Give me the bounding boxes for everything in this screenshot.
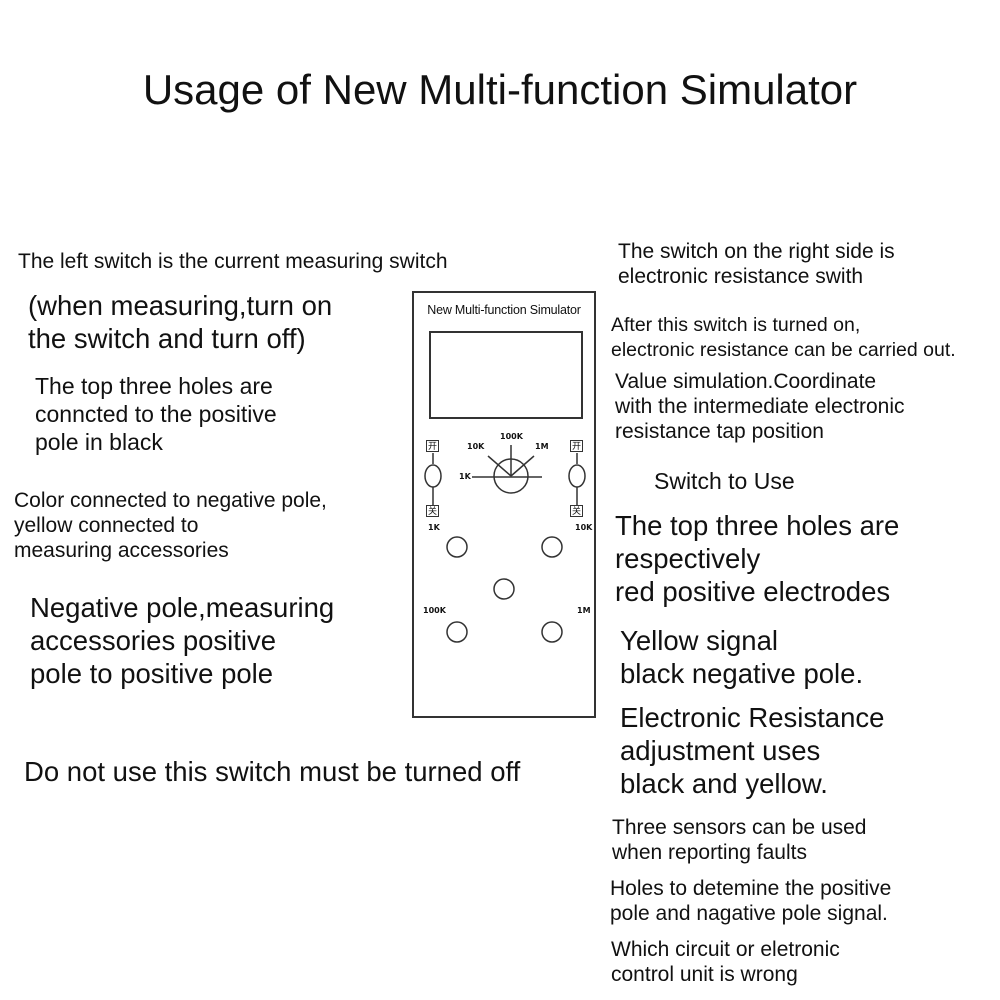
left-note-measuring: (when measuring,turn on the switch and t… — [28, 290, 333, 354]
right-note-value-simulation: Value simulation.Coordinate with the int… — [615, 370, 905, 443]
right-note-after-switch: After this switch is turned on, electron… — [611, 314, 956, 361]
device-display-screen — [429, 331, 583, 419]
page-title: Usage of New Multi-function Simulator — [142, 66, 858, 113]
side-label-100k: 100K — [423, 606, 446, 615]
right-note-yellow-signal: Yellow signal black negative pole. — [620, 625, 864, 689]
left-note-current-switch: The left switch is the current measuring… — [18, 250, 448, 273]
right-switch-on-label: 开 — [570, 440, 583, 452]
hole-top-right — [541, 536, 563, 558]
right-switch-off-label: 关 — [570, 505, 583, 517]
right-note-electronic-resistance: Electronic Resistance adjustment uses bl… — [620, 702, 885, 799]
left-switch-toggle — [424, 464, 442, 488]
right-note-holes: Holes to detemine the positive pole and … — [610, 877, 892, 925]
hole-center — [493, 578, 515, 600]
knob-label-1k: 1K — [459, 472, 471, 481]
knob-pointer-10k — [487, 455, 512, 477]
right-heading-switch-to-use: Switch to Use — [654, 468, 795, 494]
left-switch-off-label: 关 — [426, 505, 439, 517]
side-label-10k: 10K — [575, 523, 593, 532]
right-note-circuit: Which circuit or eletronic control unit … — [611, 938, 840, 986]
hole-bottom-right — [541, 621, 563, 643]
knob-label-10k: 10K — [467, 442, 485, 451]
left-note-warning: Do not use this switch must be turned of… — [24, 756, 521, 787]
knob-label-1m: 1M — [535, 442, 549, 451]
left-switch-on-label: 开 — [426, 440, 439, 452]
side-label-1k: 1K — [428, 523, 440, 532]
left-note-top-holes: The top three holes are conncted to the … — [35, 373, 277, 455]
simulator-device-drawing: New Multi-function Simulator 开 关 — [412, 291, 596, 718]
side-label-1m: 1M — [577, 606, 591, 615]
left-note-negative-pole: Negative pole,measuring accessories posi… — [30, 592, 335, 689]
right-note-sensors: Three sensors can be used when reporting… — [612, 816, 867, 864]
right-switch-toggle — [568, 464, 586, 488]
left-note-color: Color connected to negative pole, yellow… — [14, 489, 327, 562]
device-wiring-lines — [424, 445, 586, 643]
hole-top-left — [446, 536, 468, 558]
hole-bottom-left — [446, 621, 468, 643]
right-note-top-holes: The top three holes are respectively red… — [615, 510, 900, 607]
knob-pointer-1m — [510, 455, 535, 477]
right-note-resistance-switch: The switch on the right side is electron… — [618, 240, 895, 288]
knob-label-100k: 100K — [500, 432, 523, 441]
device-title: New Multi-function Simulator — [427, 303, 581, 317]
